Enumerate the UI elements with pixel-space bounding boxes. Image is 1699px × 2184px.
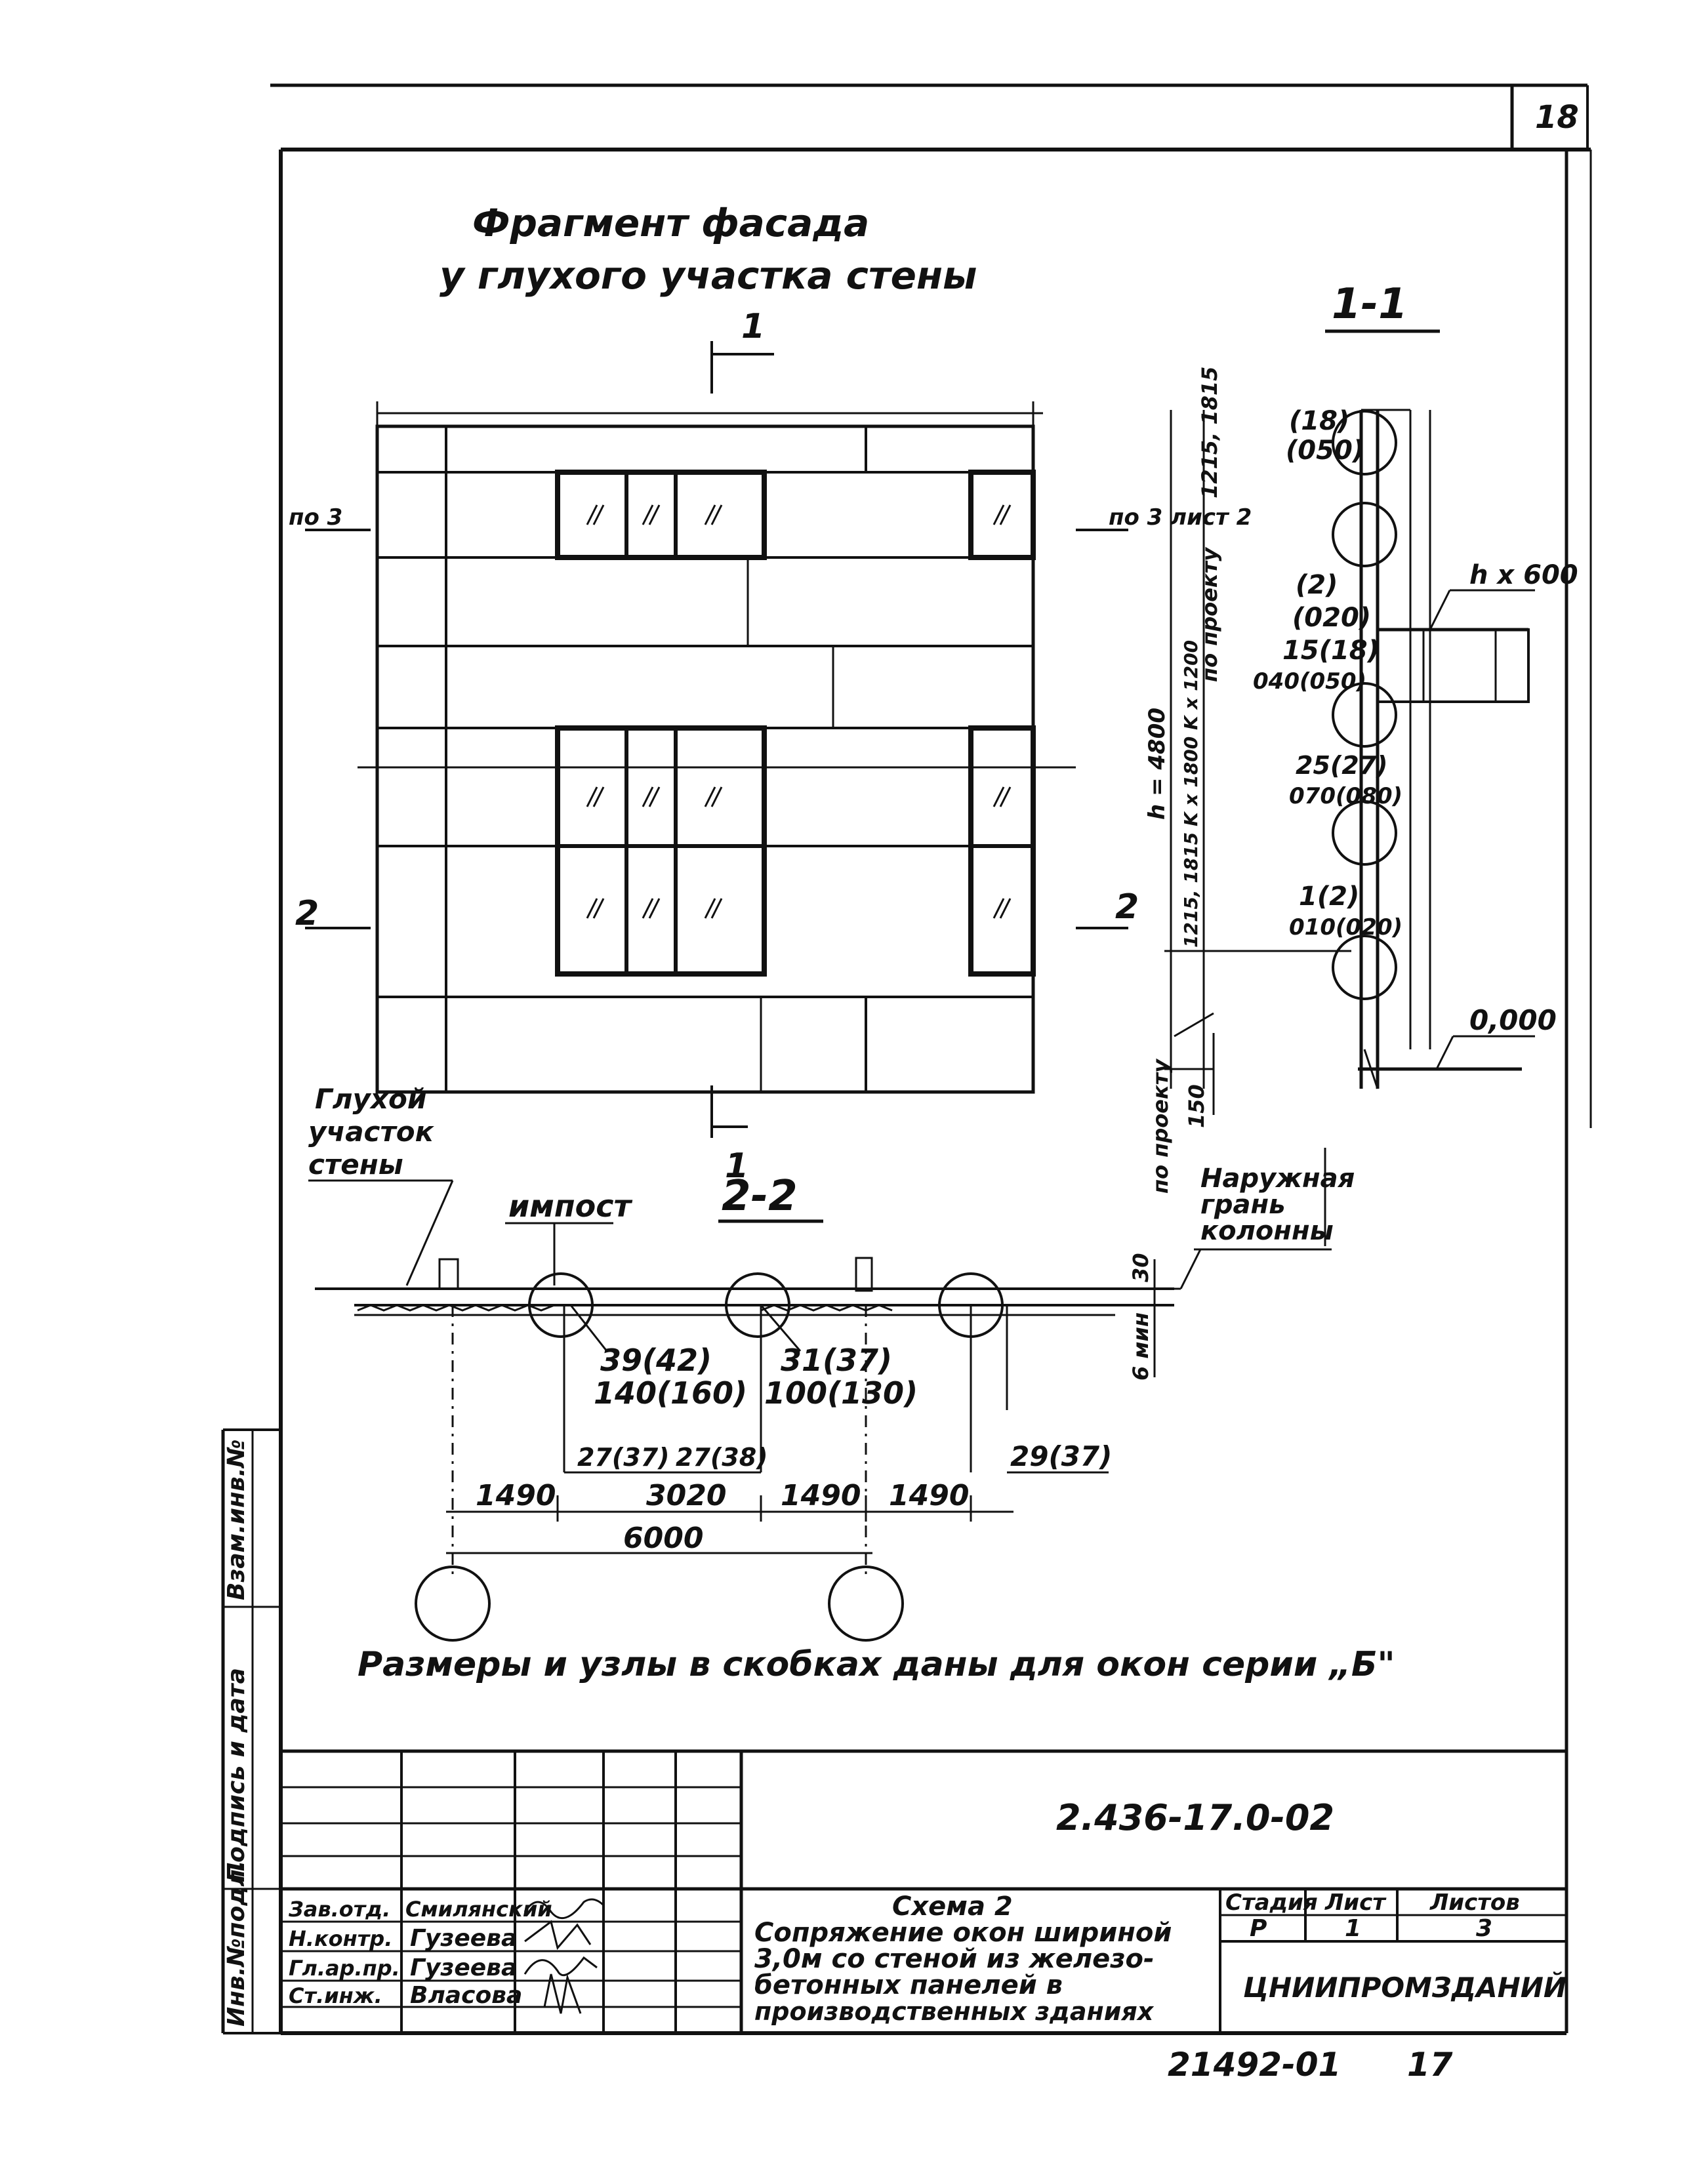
sheets-value: 3 bbox=[1476, 1915, 1492, 1942]
side-label-sign: Подпись и дата bbox=[223, 1668, 250, 1882]
section-1-1-title: 1-1 bbox=[1332, 280, 1408, 329]
sec-label-2: (2) bbox=[1296, 570, 1338, 600]
section-1-1-drawing bbox=[1164, 409, 1535, 1115]
role-3: Гл.ар.пр. bbox=[289, 1956, 400, 1981]
facade-note-right: по 3 лист 2 bbox=[1109, 504, 1252, 531]
plan-dim-39-42: 39(42) bbox=[600, 1343, 712, 1378]
plan-dim-1490a: 1490 bbox=[476, 1479, 556, 1512]
role-1: Зав.отд. bbox=[288, 1897, 390, 1922]
title-block bbox=[281, 1749, 1566, 2033]
bottom-page: 17 bbox=[1407, 2046, 1453, 2084]
name-1: Смилянский bbox=[405, 1897, 552, 1922]
plan-dim-31-37: 31(37) bbox=[781, 1343, 892, 1378]
side-label-replace: Взам.инв.№ bbox=[223, 1439, 250, 1600]
name-3: Гузеева bbox=[410, 1954, 517, 1981]
sheet-number: 18 bbox=[1535, 99, 1579, 136]
stage-value: Р bbox=[1250, 1915, 1267, 1942]
sheet-value: 1 bbox=[1345, 1915, 1361, 1942]
footnote: Размеры и узлы в скобках даны для окон с… bbox=[358, 1645, 1395, 1684]
cut-label-1-bottom: 1 bbox=[725, 1146, 748, 1186]
name-2: Гузеева bbox=[410, 1925, 517, 1952]
sec-label-25-27: 25(27) bbox=[1296, 751, 1388, 780]
sheet-frame bbox=[221, 83, 1592, 2035]
cut-label-1-top: 1 bbox=[741, 307, 765, 346]
role-2: Н.контр. bbox=[289, 1926, 392, 1951]
cut-label-2-left: 2 bbox=[295, 894, 319, 933]
title-line-4: бетонных панелей в bbox=[754, 1970, 1063, 2000]
sheets-header: Листов bbox=[1429, 1890, 1520, 1916]
plan-dim-27-37: 27(37) bbox=[577, 1443, 670, 1472]
facade-elevation bbox=[305, 341, 1128, 1138]
plan-dim-140-160: 140(160) bbox=[594, 1375, 747, 1411]
role-4: Ст.инж. bbox=[289, 1983, 382, 2008]
plan-dim-6000: 6000 bbox=[623, 1522, 703, 1555]
plan-dim-6min: 6 мин bbox=[1128, 1312, 1153, 1381]
plan-dim-29-37: 29(37) bbox=[1010, 1440, 1112, 1472]
vert-dim-150: 150 bbox=[1184, 1084, 1209, 1128]
vert-dim-h: h = 4800 bbox=[1144, 708, 1170, 820]
organization: ЦНИИПРОМЗДАНИЙ bbox=[1243, 1971, 1566, 2004]
sec-label-010-020: 010(020) bbox=[1289, 914, 1402, 940]
plan-dim-3020: 3020 bbox=[646, 1479, 726, 1512]
stage-header: Стадия bbox=[1225, 1890, 1318, 1916]
vert-dim-project-a: по проекту bbox=[1197, 547, 1222, 682]
doc-code: 2.436-17.0-02 bbox=[1056, 1797, 1334, 1838]
outer-face-label-1: Наружная bbox=[1200, 1163, 1355, 1194]
sec-label-18: (18) bbox=[1289, 406, 1349, 436]
title-line-2: Сопряжение окон шириной bbox=[754, 1918, 1172, 1948]
blind-wall-label-3: стены bbox=[308, 1148, 403, 1181]
side-label-inv: Инв.№подл. bbox=[223, 1861, 250, 2027]
plan-2-2-drawing bbox=[315, 1249, 1202, 1642]
sec-label-050: (050) bbox=[1286, 435, 1364, 466]
vert-dim-project-b: по проекту bbox=[1148, 1059, 1173, 1194]
plan-dim-1490b: 1490 bbox=[781, 1479, 861, 1512]
title-line-3: 3,0м со стеной из железо- bbox=[754, 1944, 1155, 1974]
name-4: Власова bbox=[410, 1982, 522, 2009]
title-line-1: Схема 2 bbox=[892, 1891, 1013, 1922]
title-line-5: производственных зданиях bbox=[754, 1997, 1155, 2026]
section-2-2-title: 2-2 bbox=[722, 1172, 798, 1221]
sec-label-15-18: 15(18) bbox=[1282, 636, 1380, 666]
sec-label-040-050: 040(050) bbox=[1253, 668, 1366, 695]
plan-dim-27-38: 27(38) bbox=[676, 1443, 768, 1472]
cut-label-2-right: 2 bbox=[1115, 887, 1139, 927]
blind-wall-label-2: участок bbox=[308, 1116, 435, 1148]
facade-title-line2: у глухого участка стены bbox=[440, 253, 977, 298]
sec-label-020: (020) bbox=[1292, 603, 1371, 633]
outer-face-label-3: колонны bbox=[1200, 1216, 1334, 1246]
outer-face-label-2: грань bbox=[1200, 1190, 1285, 1220]
vert-dim-k: K x 1800 K x 1200 bbox=[1180, 640, 1202, 826]
facade-title-line1: Фрагмент фасада bbox=[472, 201, 869, 245]
signatures bbox=[523, 1898, 605, 2014]
plan-dim-30: 30 bbox=[1128, 1253, 1153, 1282]
sec-label-070-080: 070(080) bbox=[1289, 783, 1402, 809]
level-mark: 0,000 bbox=[1469, 1004, 1557, 1036]
vert-dim-1215b: 1215, 1815 bbox=[1180, 832, 1202, 948]
plan-dim-1490c: 1490 bbox=[889, 1479, 969, 1512]
beam-label: h x 600 bbox=[1469, 560, 1578, 590]
bottom-code: 21492-01 bbox=[1168, 2046, 1341, 2084]
sheet-header: Лист bbox=[1324, 1890, 1387, 1916]
plan-dim-100-130: 100(130) bbox=[764, 1375, 918, 1411]
vert-dim-1215a: 1215, 1815 bbox=[1197, 367, 1222, 498]
facade-note-top-left: по 3 bbox=[289, 504, 342, 531]
blind-wall-label-1: Глухой bbox=[315, 1083, 426, 1115]
sec-label-1-2: 1(2) bbox=[1299, 881, 1359, 912]
impost-label: импост bbox=[508, 1188, 632, 1224]
